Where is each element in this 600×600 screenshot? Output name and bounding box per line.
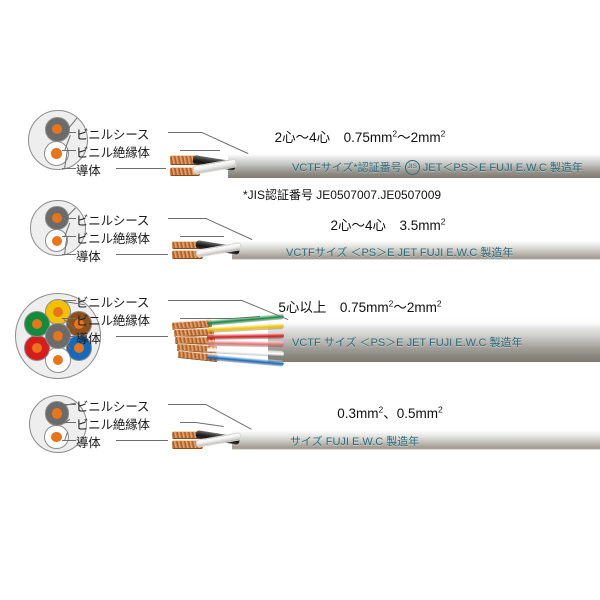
cable-gloss-highlight: [232, 428, 600, 433]
cable-print-text: VCTF サイズ ＜PS＞E JET FUJI E.W.C 製造年: [292, 337, 523, 349]
cable-sheath-surface: [232, 238, 600, 260]
leader-sheath-stub: [62, 404, 76, 405]
conductor-core: [52, 306, 64, 318]
cable-footnote: *JIS認証番号 JE0507007.JE0507009: [242, 188, 442, 202]
leader-sheath-stub: [62, 300, 76, 301]
leader-insulator-to-wire: [196, 236, 224, 237]
copper-strand: [172, 440, 204, 449]
leader-conductor-stub: [62, 254, 76, 255]
copper-strand: [170, 155, 201, 165]
label-vinyl-sheath: ビニルシース: [76, 128, 150, 142]
leader-sheath-long: [168, 300, 242, 301]
conductor-core: [73, 342, 84, 354]
label-vinyl-sheath: ビニルシース: [76, 214, 150, 228]
cable-sheath-surface: [232, 428, 600, 450]
conductor-core: [51, 431, 62, 443]
conductor-core: [31, 318, 43, 330]
leader-sheath-long: [168, 404, 206, 405]
exposed-conductor-end: [172, 232, 246, 268]
exposed-conductor-end: [170, 146, 242, 186]
label-vinyl-insulator: ビニル絶縁体: [76, 418, 150, 432]
cable-body: [268, 318, 600, 362]
label-conductor: 導体: [76, 250, 101, 264]
label-vinyl-insulator: ビニル絶縁体: [76, 232, 150, 246]
cable-spec-label: 2心〜4心 0.75mm2〜2mm2: [274, 128, 446, 146]
label-vinyl-insulator: ビニル絶縁体: [76, 146, 150, 160]
leader-insulator-stub: [62, 422, 76, 423]
copper-strand: [172, 240, 204, 250]
label-vinyl-sheath: ビニルシース: [76, 296, 150, 310]
cable-gloss-highlight: [228, 153, 600, 158]
cable-spec-label: 2心〜4心 3.5mm2: [330, 216, 446, 234]
leader-sheath-stub: [62, 218, 76, 219]
leader-insulator-stub: [62, 236, 76, 237]
copper-strand: [172, 250, 204, 259]
cable-print-text: VCTFサイズ*認証番号 JIS JET＜PS＞E FUJI E.W.C 製造年: [292, 159, 583, 176]
leader-conductor-long: [116, 168, 166, 169]
conductor-core: [52, 212, 63, 223]
leader-sheath-stub: [62, 132, 76, 133]
cable-print-suffix: JET＜PS＞E FUJI E.W.C 製造年: [422, 162, 583, 174]
label-conductor: 導体: [76, 332, 101, 346]
jis-badge-icon: JIS: [404, 159, 420, 175]
label-vinyl-insulator: ビニル絶縁体: [76, 314, 150, 328]
leader-conductor-stub: [62, 336, 76, 337]
leader-insulator-stub: [62, 318, 76, 319]
cable-gloss-highlight: [232, 238, 600, 243]
exposed-conductor-end: [172, 422, 246, 458]
cable-body: [232, 238, 600, 260]
conductor-core: [51, 235, 62, 246]
cable-print-text: VCTFサイズ ＜PS＞E JET FUJI E.W.C 製造年: [286, 247, 514, 259]
label-conductor: 導体: [76, 164, 101, 178]
cable-print-text: サイズ FUJI E.W.C 製造年: [290, 436, 420, 448]
leader-insulator-stub: [62, 150, 76, 151]
leader-insulator-long: [180, 318, 232, 319]
cable-spec-label: 0.3mm2、0.5mm2: [337, 404, 443, 422]
leader-insulator-to-wire: [192, 150, 220, 151]
cable-body: [232, 428, 600, 450]
leader-conductor-stub: [62, 440, 76, 441]
conductor-core: [52, 408, 63, 419]
label-vinyl-sheath: ビニルシース: [76, 400, 150, 414]
leader-insulator-long: [180, 236, 196, 237]
conductor-core: [51, 123, 63, 135]
cable-spec-label: 5心以上 0.75mm2〜2mm2: [278, 298, 442, 316]
leader-conductor-long: [116, 440, 168, 441]
leader-conductor-long: [116, 336, 168, 337]
cable-gloss-highlight: [268, 319, 600, 327]
cable-print-prefix: VCTFサイズ*認証番号: [292, 162, 402, 174]
leader-conductor-long: [116, 254, 168, 255]
conductor-core: [51, 148, 62, 159]
copper-strand: [170, 166, 201, 177]
leader-conductor-stub: [62, 168, 76, 169]
conductor-core: [31, 342, 43, 354]
copper-strand: [172, 430, 204, 440]
leader-sheath-long: [168, 132, 202, 133]
leader-insulator-long: [180, 422, 196, 423]
label-conductor: 導体: [76, 436, 101, 450]
conductor-core: [73, 318, 84, 330]
leader-insulator-long: [180, 150, 192, 151]
conductor-core: [52, 330, 64, 342]
conductor-core: [52, 354, 64, 366]
leader-sheath-long: [168, 218, 206, 219]
